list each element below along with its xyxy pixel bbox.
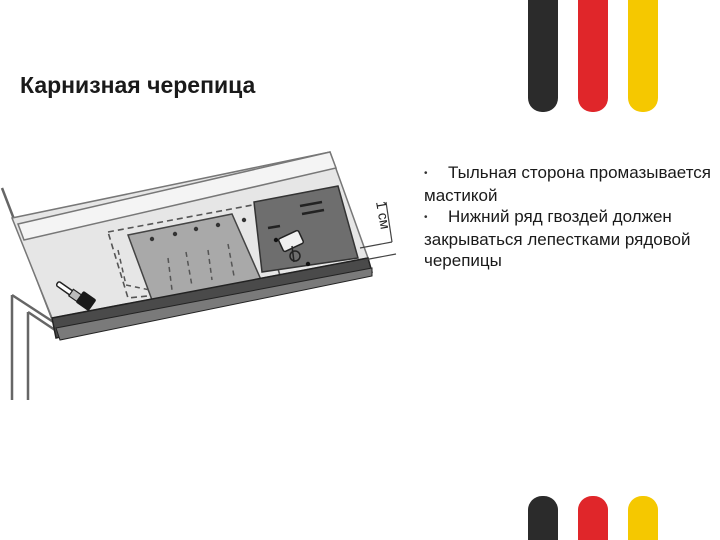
eave-fascia-front	[55, 267, 373, 341]
shingle-slots	[267, 200, 325, 230]
slide-title: Карнизная черепица	[20, 72, 256, 98]
eave-shingle-illustration: 1 см	[0, 151, 397, 400]
dimension-mark	[359, 201, 397, 261]
stripe-red-top	[578, 0, 608, 112]
stripe-black-top	[528, 0, 558, 112]
nail-row	[149, 217, 247, 242]
stripe-black-bottom	[528, 496, 558, 540]
bullet-item: •Нижний ряд гвоздей должен закрываться л…	[424, 206, 720, 272]
bullet-list: •Тыльная сторона промазывается мастикой …	[424, 162, 720, 272]
hammer-icon	[277, 229, 305, 263]
stripe-yellow-bottom	[628, 496, 658, 540]
bullet-item: •Тыльная сторона промазывается мастикой	[424, 162, 720, 206]
row-shingle-dark	[253, 185, 359, 273]
tab-cutouts	[117, 243, 235, 291]
stripe-red-bottom	[578, 496, 608, 540]
stripe-yellow-top	[628, 0, 658, 112]
top-board	[16, 151, 338, 241]
bullet-text: Тыльная сторона промазывается мастикой	[424, 163, 711, 205]
bullet-marker: •	[424, 168, 428, 179]
bullet-marker: •	[424, 212, 428, 223]
bullet-text: Нижний ряд гвоздей должен закрываться ле…	[424, 207, 691, 270]
dimension-label: 1 см	[373, 200, 394, 231]
paintbrush-icon	[55, 281, 96, 311]
